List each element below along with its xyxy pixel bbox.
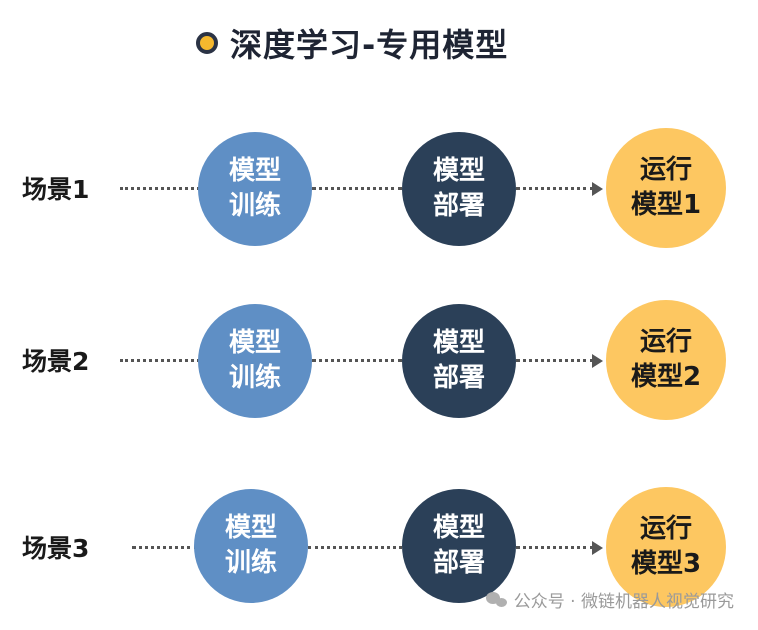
node-line: 运行 [639, 513, 692, 544]
scene-row-2: 场景2 模型 训练 模型 部署 运行 模型2 [0, 300, 758, 420]
node-line: 部署 [432, 548, 485, 578]
arrow-right-icon [592, 182, 603, 196]
scene-row-3: 场景3 模型 训练 模型 部署 运行 模型3 [0, 487, 758, 607]
watermark: 公众号 · 微链机器人视觉研究 [485, 587, 734, 612]
node-line: 运行 [639, 154, 692, 185]
run-model-node: 运行 模型3 [606, 487, 726, 607]
connector-dots [312, 359, 402, 362]
model-deployment-node: 模型 部署 [402, 304, 516, 418]
run-model-node: 运行 模型2 [606, 300, 726, 420]
node-line: 模型3 [630, 549, 702, 579]
connector-dots [516, 359, 594, 362]
node-line: 训练 [228, 191, 281, 221]
connector-dots [308, 546, 402, 549]
model-training-node: 模型 训练 [194, 489, 308, 603]
model-training-node: 模型 训练 [198, 132, 312, 246]
model-training-node: 模型 训练 [198, 304, 312, 418]
model-deployment-node: 模型 部署 [402, 489, 516, 603]
node-line: 模型 [224, 512, 277, 543]
node-line: 运行 [639, 326, 692, 357]
node-line: 模型 [432, 512, 485, 543]
connector-dots [132, 546, 198, 549]
node-line: 模型2 [630, 362, 702, 392]
node-line: 模型 [432, 327, 485, 358]
scene-label: 场景2 [22, 347, 90, 376]
title-text: 深度学习-专用模型 [230, 26, 509, 64]
scene-label: 场景1 [22, 175, 90, 204]
connector-dots [120, 187, 200, 190]
scene-row-1: 场景1 模型 训练 模型 部署 运行 模型1 [0, 128, 758, 248]
connector-dots [516, 187, 594, 190]
node-line: 模型 [432, 155, 485, 186]
connector-dots [516, 546, 594, 549]
diagram-title: 深度学习-专用模型 [196, 18, 508, 68]
node-line: 模型 [228, 327, 281, 358]
wechat-icon [485, 591, 508, 608]
node-line: 训练 [224, 548, 277, 578]
node-line: 训练 [228, 363, 281, 393]
model-deployment-node: 模型 部署 [402, 132, 516, 246]
bullet-dot-icon [196, 32, 218, 54]
connector-dots [120, 359, 200, 362]
node-line: 部署 [432, 363, 485, 393]
watermark-text: 公众号 · 微链机器人视觉研究 [513, 592, 734, 612]
arrow-right-icon [592, 541, 603, 555]
scene-label: 场景3 [22, 534, 90, 563]
node-line: 部署 [432, 191, 485, 221]
connector-dots [312, 187, 402, 190]
node-line: 模型 [228, 155, 281, 186]
run-model-node: 运行 模型1 [606, 128, 726, 248]
arrow-right-icon [592, 354, 603, 368]
node-line: 模型1 [630, 190, 702, 220]
